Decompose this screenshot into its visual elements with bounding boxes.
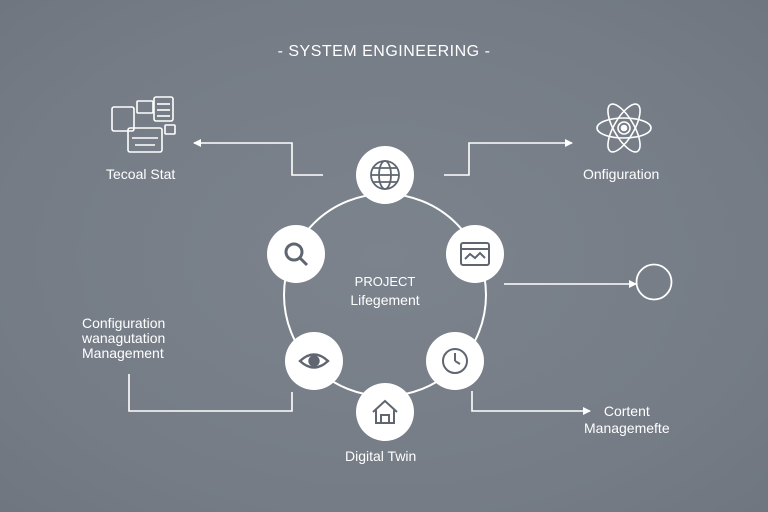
label-middle-left-line2: wanagutation bbox=[82, 330, 166, 346]
label-middle-left-line1: Configuration bbox=[82, 315, 166, 331]
label-bottom-right: Cortent Managemefte bbox=[584, 403, 670, 437]
atom-icon bbox=[596, 103, 652, 153]
home-icon bbox=[372, 399, 398, 424]
node-right-lower bbox=[426, 332, 484, 390]
label-top-right: Onfiguration bbox=[583, 166, 660, 182]
connector-top-left bbox=[193, 139, 323, 176]
connector-top-right bbox=[444, 139, 573, 176]
search-icon bbox=[284, 242, 309, 267]
label-bottom-center: Digital Twin bbox=[345, 448, 417, 464]
label-middle-left: Configuration wanagutation Management bbox=[82, 316, 165, 361]
node-left-lower bbox=[285, 332, 343, 390]
monitor-icon bbox=[460, 242, 490, 266]
center-label-line1: PROJECT bbox=[354, 274, 416, 289]
empty-circle-icon bbox=[635, 263, 673, 301]
node-bottom bbox=[356, 383, 414, 441]
label-bottom-right-line1: Cortent bbox=[603, 403, 650, 419]
devices-icon bbox=[111, 96, 176, 153]
clock-icon bbox=[442, 348, 468, 374]
label-middle-left-line3: Management bbox=[82, 345, 164, 361]
connector-bottom-left bbox=[128, 374, 293, 412]
label-top-left: Tecoal Stat bbox=[106, 166, 176, 182]
globe-icon bbox=[370, 160, 400, 190]
connector-bottom-right bbox=[471, 391, 591, 415]
diagram-title: - SYSTEM ENGINEERING - bbox=[277, 43, 491, 60]
center-label: PROJECT Lifegement bbox=[310, 272, 460, 310]
node-top bbox=[356, 146, 414, 204]
node-right-upper bbox=[446, 225, 504, 283]
node-left-upper bbox=[267, 225, 325, 283]
center-label-line2: Lifegement bbox=[350, 292, 420, 308]
label-bottom-right-line2: Managemefte bbox=[584, 420, 670, 436]
eye-icon bbox=[298, 353, 330, 369]
